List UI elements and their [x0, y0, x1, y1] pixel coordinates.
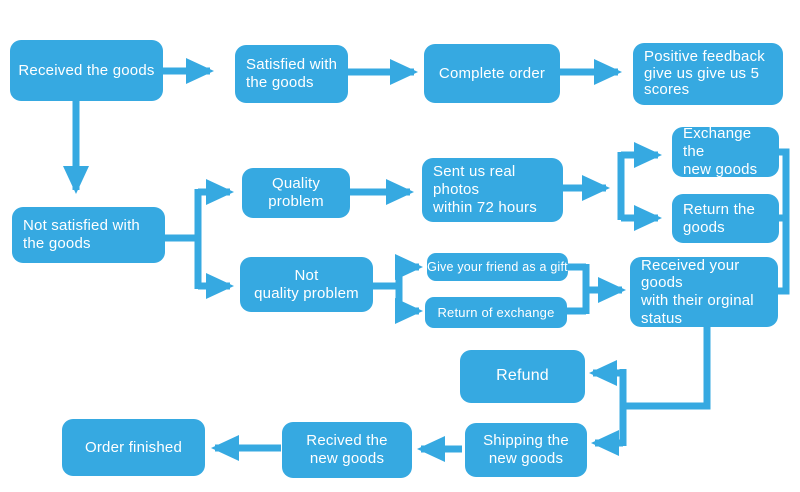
node-sent-us-real-photos: Sent us real photos within 72 hours — [422, 158, 563, 222]
node-recived-the-new-goods: Recived the new goods — [282, 422, 412, 478]
node-not-satisfied-with-the-goods: Not satisfied with the goods — [12, 207, 165, 263]
node-satisfied-with-the-goods: Satisfied with the goods — [235, 45, 348, 103]
node-give-your-friend-as-a-gift: Give your friend as a gift — [427, 253, 568, 281]
branch-not-quality — [373, 264, 403, 312]
node-shipping-the-new-goods: Shipping the new goods — [465, 423, 587, 477]
node-positive-feedback: Positive feedback give us give us 5 scor… — [633, 43, 783, 105]
node-exchange-the-new-goods: Exchange the new goods — [672, 125, 779, 178]
split-received-status — [619, 327, 711, 446]
node-received-your-goods-orginal-status: Received your goods with their orginal s… — [630, 257, 778, 327]
node-not-quality-problem: Not quality problem — [240, 257, 373, 312]
branch-not-satisfied — [165, 189, 202, 289]
node-return-of-exchange: Return of exchange — [425, 297, 567, 328]
node-quality-problem: Quality problem — [242, 168, 350, 218]
node-refund: Refund — [460, 350, 585, 403]
node-complete-order: Complete order — [424, 44, 560, 103]
node-order-finished: Order finished — [62, 419, 205, 476]
node-received-the-goods: Received the goods — [10, 40, 163, 101]
merge-gift-return-exchange — [565, 263, 590, 315]
node-return-the-goods: Return the goods — [672, 194, 779, 243]
